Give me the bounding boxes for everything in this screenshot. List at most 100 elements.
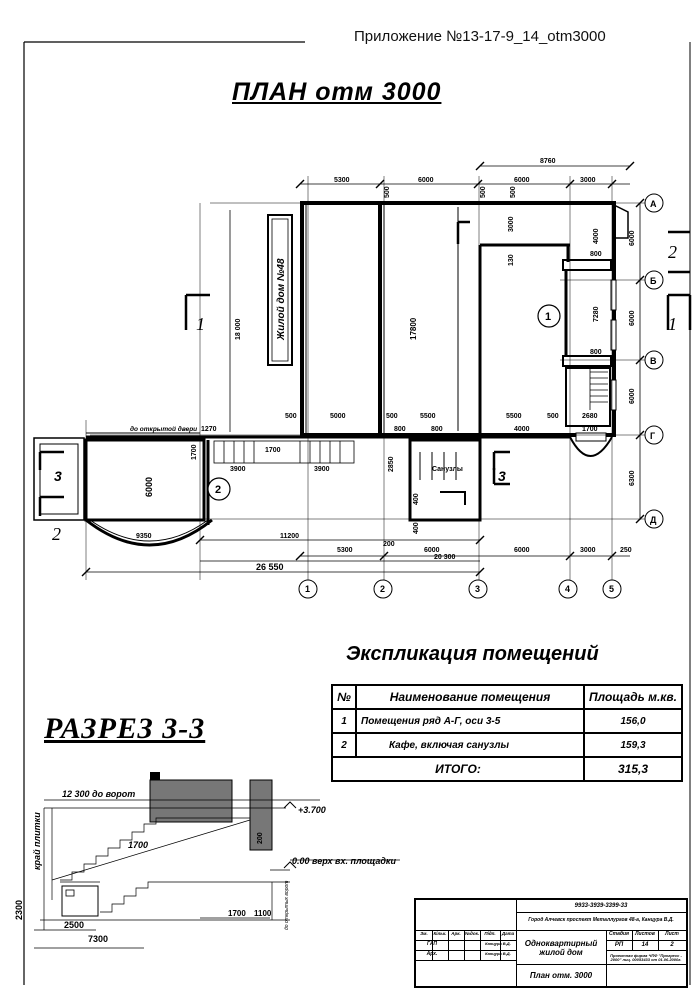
axis-label-2: 2	[380, 584, 385, 594]
dim-block-400b: 400	[413, 522, 420, 534]
section-title: РАЗРЕЗ 3-3	[44, 712, 206, 745]
tb-col-3: №док.	[464, 931, 480, 936]
dim-top-4: 500	[480, 186, 487, 198]
tb-code: 9933-3939-3399-33	[574, 903, 628, 909]
dim-bottom-11200: 11200	[280, 533, 299, 540]
axis-label-1: 1	[305, 584, 310, 594]
dim-mid-4: 5500	[420, 413, 436, 420]
section-marker-2-right: 2	[668, 242, 677, 262]
section-marker-1-right: 1	[668, 314, 677, 334]
section-dim-200: 200	[257, 832, 264, 844]
section-dim-2500: 2500	[64, 920, 84, 930]
dim-inner-7280: 7280	[593, 306, 600, 322]
explication-table: № Наименование помещения Площадь м.кв. 1…	[331, 684, 683, 782]
tb-object: Одноквартирный жилой дом	[524, 939, 598, 957]
axis-label-d: Д	[650, 515, 657, 525]
row-area: 156,0	[583, 708, 683, 734]
room-marker-1: 1	[545, 311, 551, 323]
tb-sheets-hdr: Лист	[665, 931, 679, 937]
tb-col-1: Кільк.	[433, 931, 447, 936]
dim-right-3: 6000	[629, 388, 636, 404]
dim-top-6: 500	[510, 186, 517, 198]
axis-label-a: А	[650, 199, 657, 209]
tb-col-4: Підп.	[484, 931, 496, 936]
dim-bottom-26550: 26 550	[256, 562, 284, 572]
dim-top-1: 5300	[334, 177, 350, 184]
dim-mid-2: 5000	[330, 413, 346, 420]
section-level-top: +3.700	[298, 805, 326, 815]
dim-inner-17800: 17800	[409, 317, 418, 340]
dim-inner-800a: 800	[590, 251, 602, 258]
axis-label-v: В	[650, 356, 657, 366]
dim-mid-3: 500	[386, 413, 398, 420]
dim-bottom-250: 250	[620, 547, 632, 554]
section-marker-3-right: 3	[498, 468, 506, 484]
row-name: Помещения ряд А-Г, оси 3-5	[355, 708, 585, 734]
neighbor-building	[267, 214, 293, 366]
dim-mid-7: 2680	[582, 413, 598, 420]
neighbor-label: Жилой дом №48	[276, 258, 287, 341]
row-area: 159,3	[583, 732, 683, 758]
axis-label-5: 5	[609, 584, 614, 594]
lower-right-block	[408, 438, 482, 522]
row-num: 2	[331, 732, 357, 758]
header-num: №	[331, 684, 357, 710]
tb-sheets: 2	[670, 942, 674, 948]
dim-stair-1: 1700	[265, 447, 281, 454]
header-area: Площадь м.кв.	[583, 684, 683, 710]
axis-label-g: Г	[650, 431, 655, 441]
tb-sheet-hdr: Листов	[635, 931, 655, 937]
dim-block-2850: 2850	[388, 456, 395, 472]
tb-stage: РП	[614, 942, 624, 948]
dim-bottom-200: 200	[383, 541, 395, 548]
section-block-2	[249, 779, 273, 851]
dim-left-18000: 18 000	[235, 318, 242, 340]
dim-inner-130: 130	[508, 254, 515, 266]
table-row: 1 Помещения ряд А-Г, оси 3-5 156,0	[331, 708, 683, 734]
explication-title: Экспликация помещений	[346, 643, 599, 665]
section-drawing: 12 300 до ворот +3.700 0.00 верх вх. пло…	[14, 772, 400, 949]
dim-stair-3: 3900	[314, 466, 330, 473]
tb-col-2: Арк.	[451, 931, 461, 936]
tb-stage-hdr: Стадия	[609, 931, 629, 937]
dim-bottom-6000a: 6000	[424, 547, 440, 554]
section-marker-3-left: 3	[54, 468, 62, 484]
dim-inner-4000: 4000	[593, 228, 600, 244]
annex-label: Приложение №13-17-9_14_otm3000	[354, 28, 606, 45]
table-header-row: № Наименование помещения Площадь м.кв.	[331, 684, 683, 710]
section-dim-7300: 7300	[88, 934, 108, 944]
dim-bottom-6000b: 6000	[514, 547, 530, 554]
table-total-row: ИТОГО: 315,3	[331, 756, 683, 782]
tb-arch: Арх.	[426, 951, 438, 957]
plan-title: ПЛАН отм 3000	[232, 78, 442, 106]
section-dim-2300: 2300	[14, 900, 24, 920]
section-dim-1700b: 1700	[228, 909, 246, 918]
section-marker-1-left: 1	[196, 314, 205, 334]
dim-block-1700: 1700	[191, 444, 198, 460]
dim-top-3: 6000	[418, 177, 434, 184]
tb-col-5: Дата	[501, 931, 515, 936]
dim-block-400a: 400	[413, 493, 420, 505]
dim-top-total: 8760	[540, 158, 556, 165]
table-row: 2 Кафе, включая санузлы 159,3	[331, 732, 683, 758]
sanuzly-label: Санузлы	[432, 466, 463, 473]
dim-bottom-3000: 3000	[580, 547, 596, 554]
section-block-1	[149, 779, 233, 823]
dim-row2-5: 1700	[582, 426, 598, 433]
dim-right-4: 6300	[629, 470, 636, 486]
tb-gap: ГАП	[427, 941, 437, 947]
dim-inner-800b: 800	[590, 349, 602, 356]
tb-col-0: Зм.	[420, 931, 428, 936]
tb-name2: Канцура В.Д.	[485, 951, 511, 956]
dim-row2-1: 1270	[201, 426, 217, 433]
axis-label-3: 3	[475, 584, 480, 594]
dim-row2-3: 800	[431, 426, 443, 433]
section-dim-1700: 1700	[128, 840, 148, 850]
tb-name1: Канцура В.Д.	[485, 941, 511, 946]
dim-mid-6: 500	[547, 413, 559, 420]
room-marker-2: 2	[215, 484, 221, 496]
total-value: 315,3	[583, 756, 683, 782]
dim-mid-1: 500	[285, 413, 297, 420]
dim-row2-2: 800	[394, 426, 406, 433]
